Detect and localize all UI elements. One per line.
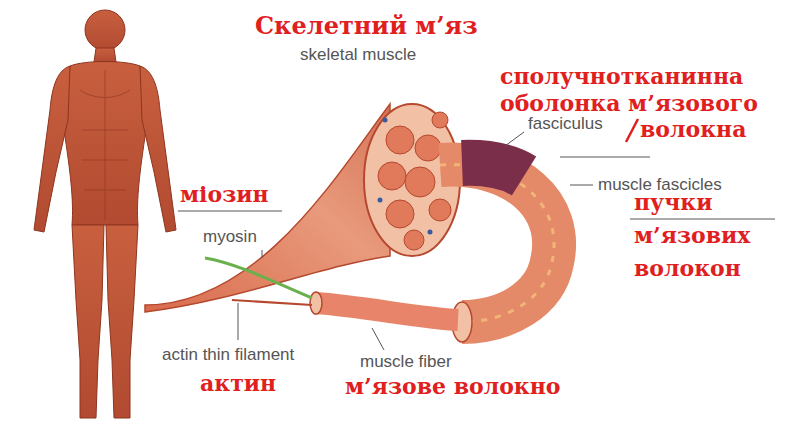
- strike-slash: [626, 119, 638, 142]
- answer-label: міозин: [180, 182, 269, 207]
- myosin-filament: [205, 258, 312, 298]
- answer-label: сполучнотканинна: [500, 64, 743, 89]
- answer-label: актин: [200, 371, 276, 396]
- part-name: fasciculus: [528, 114, 603, 134]
- answer-label: пучки м’язових волокон: [634, 186, 784, 285]
- muscle-fiber: [316, 303, 458, 320]
- part-name: myosin: [203, 227, 257, 247]
- answer-label: оболонка м’язового: [500, 91, 758, 116]
- human-figure: [34, 10, 176, 418]
- part-name: skeletal muscle: [300, 45, 416, 65]
- part-name: muscle fiber: [360, 352, 452, 372]
- title-label: Скелетний м’яз: [255, 12, 478, 40]
- part-name: actin thin filament: [162, 345, 294, 365]
- answer-label: волокна: [640, 117, 746, 142]
- muscle-belly: [145, 104, 390, 312]
- answer-label: м’язове волокно: [345, 374, 561, 399]
- actin-filament: [232, 300, 312, 305]
- connective-sheath: [462, 163, 524, 176]
